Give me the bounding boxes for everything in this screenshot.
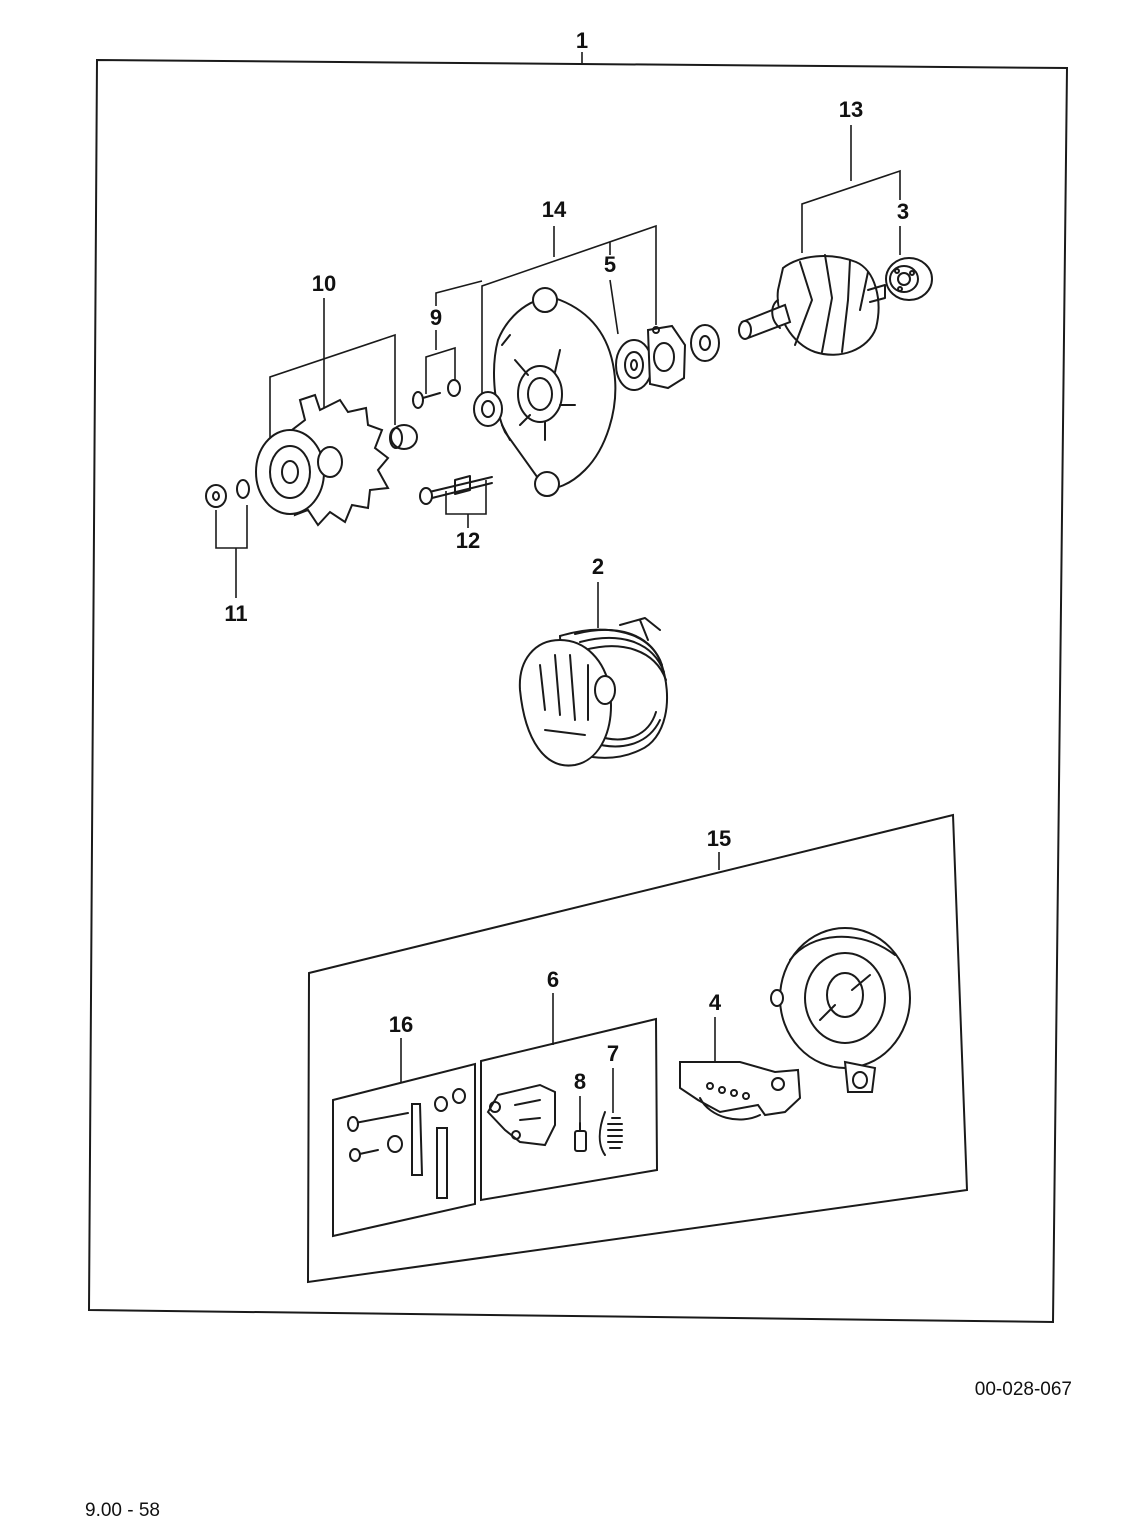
- rear-housing: [770, 927, 911, 1093]
- nut-and-washer: [205, 479, 250, 508]
- callout-14: 14: [542, 197, 567, 222]
- through-bolt: [419, 475, 493, 505]
- hardware-kit-frame: [332, 1062, 476, 1238]
- callout-3: 3: [897, 199, 909, 224]
- callout-16: 16: [389, 1012, 413, 1037]
- callout-8: 8: [574, 1069, 586, 1094]
- brush-spring: [598, 1111, 623, 1156]
- callout-5: 5: [604, 252, 616, 277]
- assembly-frame: [87, 58, 1069, 1324]
- stator: [518, 617, 668, 767]
- front-housing: [493, 287, 617, 497]
- bearing-rear: [885, 257, 933, 301]
- rectifier: [679, 1061, 802, 1121]
- brush-kit-frame: [480, 1017, 659, 1202]
- brush: [574, 1122, 587, 1152]
- bolt-and-washer: [412, 379, 461, 409]
- callout-10: 10: [312, 271, 336, 296]
- brush-holder-group-frame: [306, 813, 969, 1284]
- brush-holder: [486, 1083, 556, 1147]
- callout-2: 2: [592, 554, 604, 579]
- bearing-retainer: [646, 324, 687, 390]
- bearing-front: [615, 339, 653, 391]
- callout-15: 15: [707, 826, 731, 851]
- pulley-and-fan: [255, 393, 390, 527]
- page-number: 9.00 - 58: [85, 1500, 160, 1521]
- callout-11: 11: [224, 601, 247, 626]
- oil-seal-front: [473, 391, 503, 427]
- callout-9: 9: [430, 305, 442, 330]
- callout-6: 6: [547, 967, 559, 992]
- callout-12: 12: [456, 528, 480, 553]
- callout-13: 13: [839, 97, 863, 122]
- callout-1: 1: [576, 28, 588, 53]
- callout-4: 4: [709, 990, 722, 1015]
- washer-front: [690, 324, 720, 362]
- rotor: [738, 254, 886, 356]
- spacer-collar: [389, 424, 418, 450]
- drawing-code: 00-028-067: [975, 1379, 1072, 1400]
- callout-7: 7: [607, 1041, 619, 1066]
- hardware-kit: [347, 1088, 466, 1199]
